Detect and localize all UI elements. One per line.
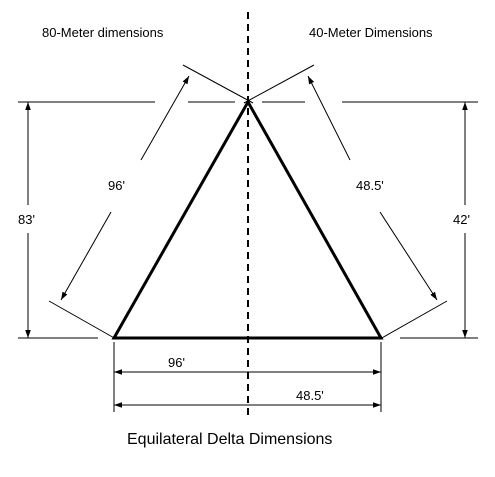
left-side-extension-bottom (48, 300, 117, 340)
right-side-label: 48.5' (356, 178, 384, 193)
header-80-meter: 80-Meter dimensions (42, 25, 164, 40)
base-40m-label: 48.5' (296, 388, 324, 403)
header-40-meter: 40-Meter Dimensions (309, 25, 433, 40)
right-side-dimension-lower (379, 211, 438, 301)
left-side-dimension-upper (140, 75, 190, 161)
right-side-extension-bottom (379, 300, 448, 340)
left-side-extension-top (182, 64, 254, 104)
delta-triangle (111, 98, 384, 340)
diagram-title: Equilateral Delta Dimensions (127, 431, 332, 448)
right-side-dimension-upper (307, 75, 351, 161)
left-side-label: 96' (108, 178, 125, 193)
left-height-label: 83' (18, 212, 35, 227)
base-80m-label: 96' (168, 355, 185, 370)
right-side-extension-top (243, 64, 315, 104)
right-height-label: 42' (453, 212, 470, 227)
left-side-dimension-lower (60, 211, 112, 301)
